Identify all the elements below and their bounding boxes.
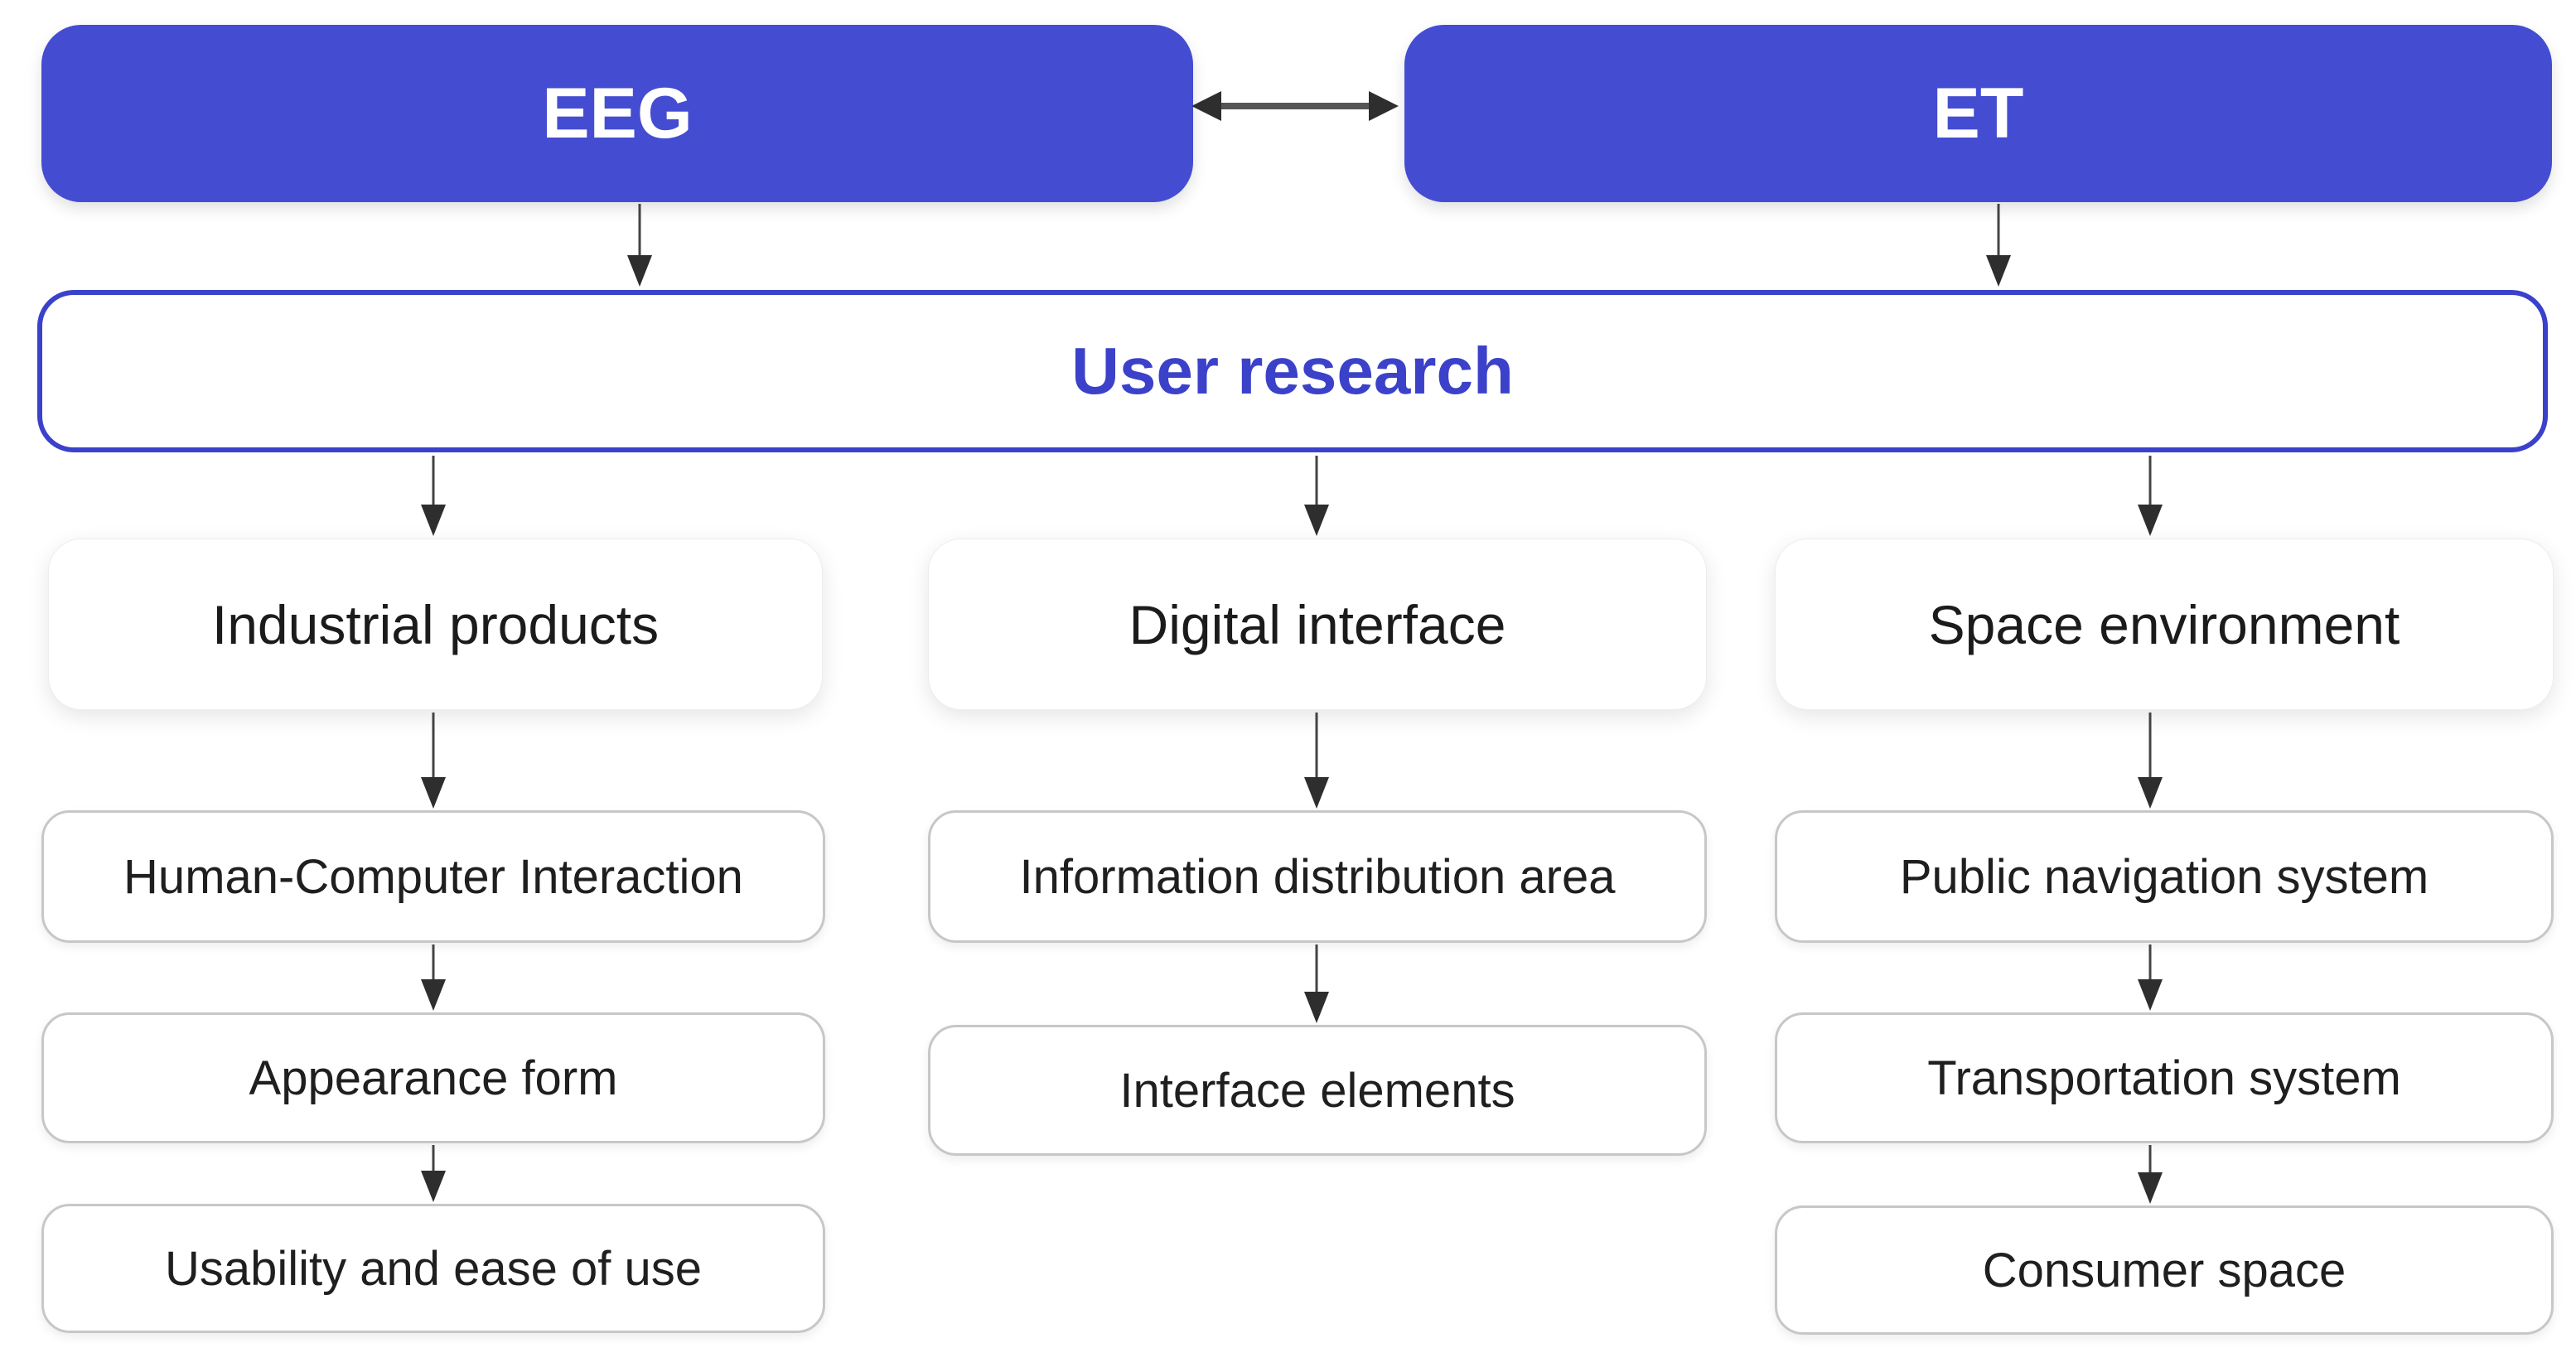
arrow-digital-interface-to-information-distribution [1304, 713, 1329, 809]
node-information-distribution-area-label: Information distribution area [1019, 849, 1616, 904]
arrow-et-to-user-research [1986, 204, 2011, 287]
node-interface-elements: Interface elements [928, 1025, 1707, 1156]
node-et: ET [1404, 25, 2552, 202]
node-appearance-form: Appearance form [41, 1012, 825, 1143]
arrow-public-navigation-to-transportation [2138, 944, 2163, 1011]
node-space-environment-label: Space environment [1928, 593, 2400, 655]
node-transportation-system: Transportation system [1775, 1012, 2554, 1143]
arrow-user-research-to-digital-interface [1304, 456, 1329, 536]
arrow-eeg-to-user-research [627, 204, 652, 287]
arrow-transportation-to-consumer-space [2138, 1145, 2163, 1204]
node-human-computer-interaction: Human-Computer Interaction [41, 810, 825, 943]
arrow-information-distribution-to-interface-elements [1304, 944, 1329, 1023]
node-industrial-products-label: Industrial products [211, 593, 660, 655]
node-et-label: ET [1932, 73, 2024, 153]
node-user-research-label: User research [1071, 334, 1514, 408]
node-information-distribution-area: Information distribution area [928, 810, 1707, 943]
node-public-navigation-system-label: Public navigation system [1899, 849, 2429, 904]
node-digital-interface-label: Digital interface [1129, 593, 1506, 655]
node-industrial-products: Industrial products [48, 539, 823, 710]
node-eeg: EEG [41, 25, 1193, 202]
node-human-computer-interaction-label: Human-Computer Interaction [123, 849, 743, 904]
node-eeg-label: EEG [542, 73, 693, 153]
node-appearance-form-label: Appearance form [249, 1051, 618, 1105]
node-user-research: User research [37, 290, 2548, 452]
arrow-user-research-to-industrial-products [421, 456, 446, 536]
arrow-space-environment-to-public-navigation [2138, 713, 2163, 809]
arrow-user-research-to-space-environment [2138, 456, 2163, 536]
node-interface-elements-label: Interface elements [1119, 1063, 1515, 1118]
node-usability-and-ease-of-use-label: Usability and ease of use [164, 1241, 703, 1296]
node-consumer-space: Consumer space [1775, 1205, 2554, 1335]
arrow-industrial-products-to-hci [421, 713, 446, 809]
arrow-appearance-form-to-usability [421, 1145, 446, 1202]
node-consumer-space-label: Consumer space [1982, 1243, 2346, 1297]
node-usability-and-ease-of-use: Usability and ease of use [41, 1204, 825, 1333]
arrow-eeg-et-bidirectional [1191, 91, 1399, 121]
arrow-hci-to-appearance-form [421, 944, 446, 1011]
node-public-navigation-system: Public navigation system [1775, 810, 2554, 943]
node-digital-interface: Digital interface [928, 539, 1707, 710]
node-transportation-system-label: Transportation system [1927, 1051, 2401, 1105]
node-space-environment: Space environment [1775, 539, 2554, 710]
